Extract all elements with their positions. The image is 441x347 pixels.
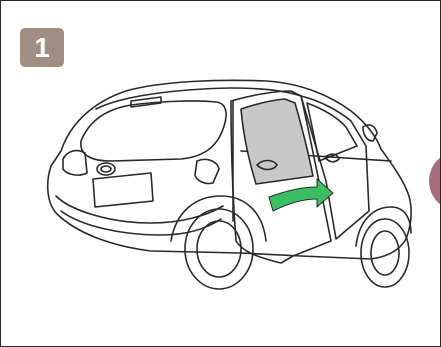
car-rear-window [81, 101, 226, 161]
car-rear-bumper [56, 196, 223, 223]
side-mirror [363, 125, 377, 141]
car-license-plate [93, 173, 153, 207]
car-rear-light-right [195, 159, 219, 183]
car-wheel-front [361, 219, 409, 287]
car-emblem [97, 163, 115, 175]
rear-door-window [241, 99, 313, 184]
car-body-outline [48, 80, 411, 259]
car-wheel-arch-front [356, 207, 411, 246]
front-door-window [307, 103, 357, 161]
car-rear-light-left [63, 151, 87, 176]
car-wheel-arch-rear [171, 196, 266, 241]
